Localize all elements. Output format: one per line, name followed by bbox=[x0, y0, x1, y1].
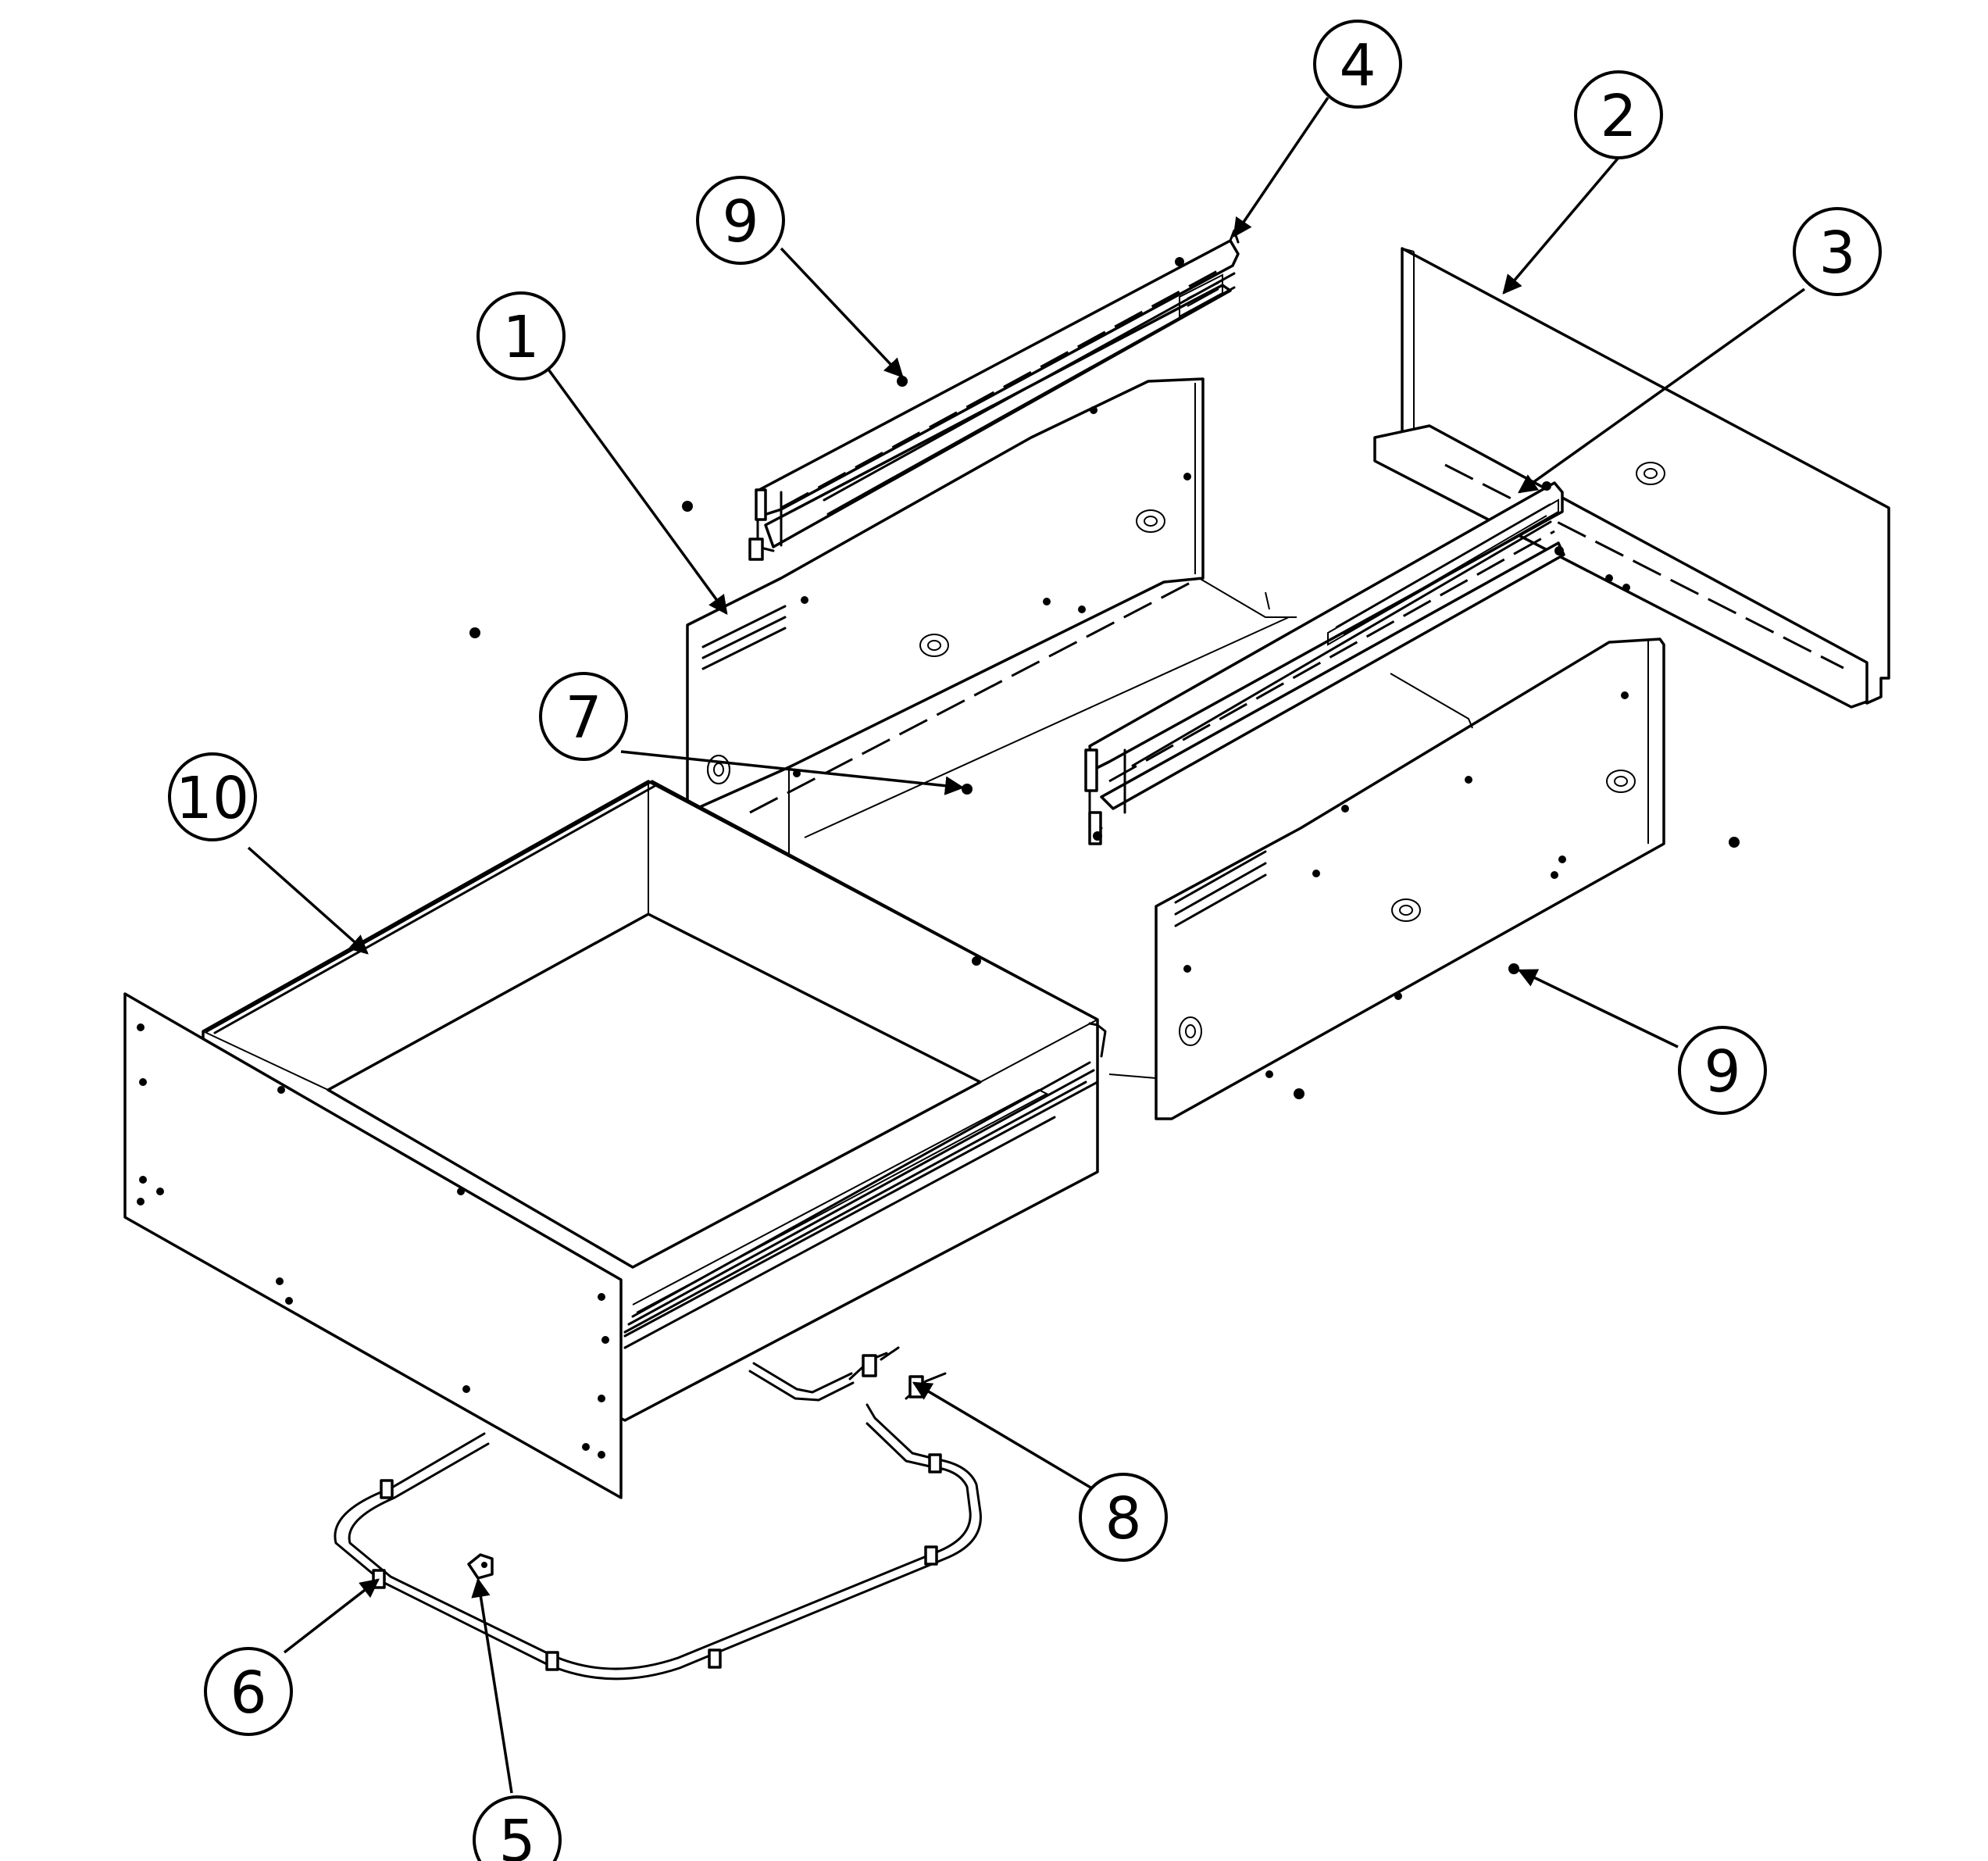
callout-1-label: 1 bbox=[502, 304, 539, 371]
callout-9-top-label: 9 bbox=[722, 188, 758, 255]
callout-7: 7 bbox=[539, 672, 628, 761]
callout-2: 2 bbox=[1574, 70, 1663, 159]
callout-8: 8 bbox=[1079, 1473, 1168, 1562]
callout-5-label: 5 bbox=[498, 1808, 535, 1861]
callout-4: 4 bbox=[1313, 20, 1402, 109]
callout-9-top: 9 bbox=[696, 176, 785, 265]
callout-5: 5 bbox=[473, 1795, 562, 1861]
callout-10-label: 10 bbox=[176, 765, 249, 832]
leader-lines bbox=[247, 97, 1806, 1794]
left-drawer-slide bbox=[748, 229, 1240, 561]
callout-10: 10 bbox=[168, 752, 257, 841]
callout-9-right: 9 bbox=[1678, 1026, 1767, 1115]
callout-6-label: 6 bbox=[230, 1659, 266, 1727]
callout-3-label: 3 bbox=[1818, 220, 1855, 287]
left-side-panel bbox=[686, 377, 1297, 859]
right-drawer-slide bbox=[1084, 481, 1565, 845]
callout-1: 1 bbox=[476, 291, 566, 380]
callout-8-label: 8 bbox=[1105, 1485, 1141, 1552]
callout-3: 3 bbox=[1793, 207, 1882, 296]
callout-9-right-label: 9 bbox=[1704, 1038, 1740, 1106]
right-side-panel bbox=[1108, 638, 1665, 1120]
callout-2-label: 2 bbox=[1600, 83, 1636, 150]
callout-4-label: 4 bbox=[1339, 32, 1376, 99]
heating-element bbox=[334, 1346, 982, 1681]
drawer-box bbox=[123, 780, 1107, 1499]
callout-6: 6 bbox=[204, 1647, 293, 1736]
screws bbox=[469, 376, 1740, 1099]
callout-7-label: 7 bbox=[565, 684, 601, 752]
back-panel bbox=[1373, 247, 1890, 709]
